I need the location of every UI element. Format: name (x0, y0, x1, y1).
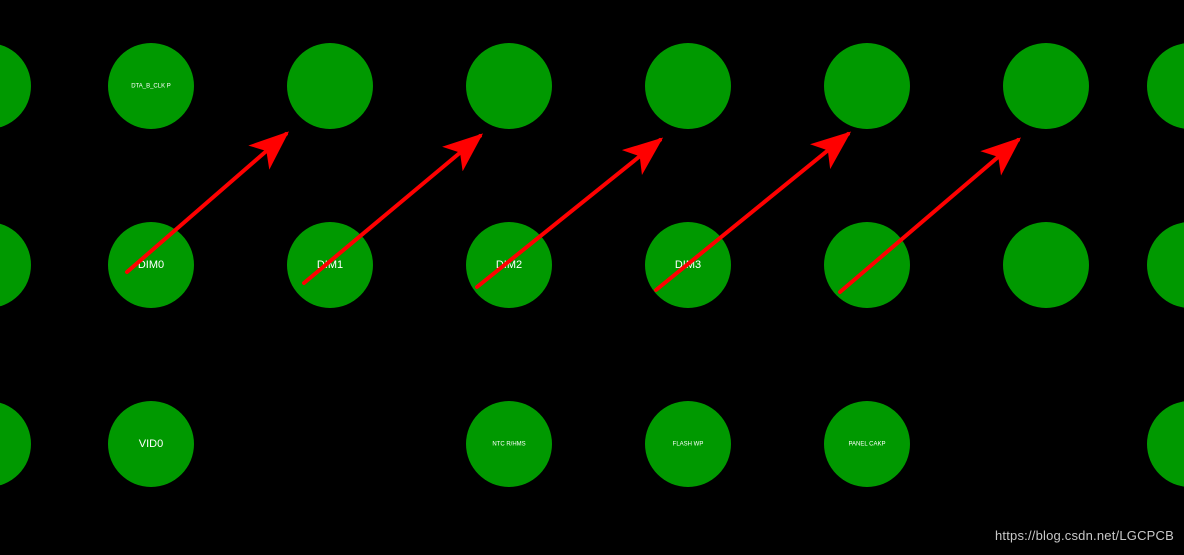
bottom-row-pad-label-4: FLASH WP (673, 442, 704, 448)
bottom-row-pad-label-1: VID0 (139, 438, 163, 450)
middle-row-pad-5 (824, 222, 910, 308)
middle-row-pad-label-1: DIM0 (138, 259, 164, 271)
top-row-pad-6 (1003, 43, 1089, 129)
top-row-edge-pad-left (0, 44, 31, 128)
middle-row-pad-1 (108, 222, 194, 308)
middle-row-edge-pad-left (0, 223, 31, 307)
bottom-row-pad-4 (645, 401, 731, 487)
top-row-pad-2 (287, 43, 373, 129)
top-row-pad-5 (824, 43, 910, 129)
bottom-row-pad-label-5: PANEL CAKP (848, 442, 885, 448)
top-row-pad-1 (108, 43, 194, 129)
red-arrow-2 (302, 133, 484, 285)
top-row-pad-label-1: DTA_B_CLK P (131, 84, 171, 90)
bottom-row-pad-5 (824, 401, 910, 487)
red-arrow-1 (125, 131, 290, 274)
top-row-pad-3 (466, 43, 552, 129)
middle-row-edge-pad-right (1147, 222, 1184, 308)
top-row-edge-pad-right (1147, 43, 1184, 129)
watermark-text: https://blog.csdn.net/LGCPCB (994, 528, 1174, 543)
arrows-layer (125, 131, 1022, 294)
top-row-pad-4 (645, 43, 731, 129)
labels-layer: DTA_B_CLK PDIM0DIM1DIM2DIM3VID0NTC R/HMS… (131, 84, 885, 450)
bottom-row-pad-1 (108, 401, 194, 487)
bottom-row-pad-label-3: NTC R/HMS (492, 442, 525, 448)
red-arrow-5 (838, 137, 1022, 294)
bottom-row-pad-3 (466, 401, 552, 487)
red-arrow-4 (654, 131, 852, 292)
middle-row-pad-6 (1003, 222, 1089, 308)
bottom-row-edge-pad-right (1147, 401, 1184, 487)
red-arrow-3 (475, 137, 664, 289)
bottom-row-edge-pad-left (0, 402, 31, 486)
pads-layer (0, 43, 1184, 487)
